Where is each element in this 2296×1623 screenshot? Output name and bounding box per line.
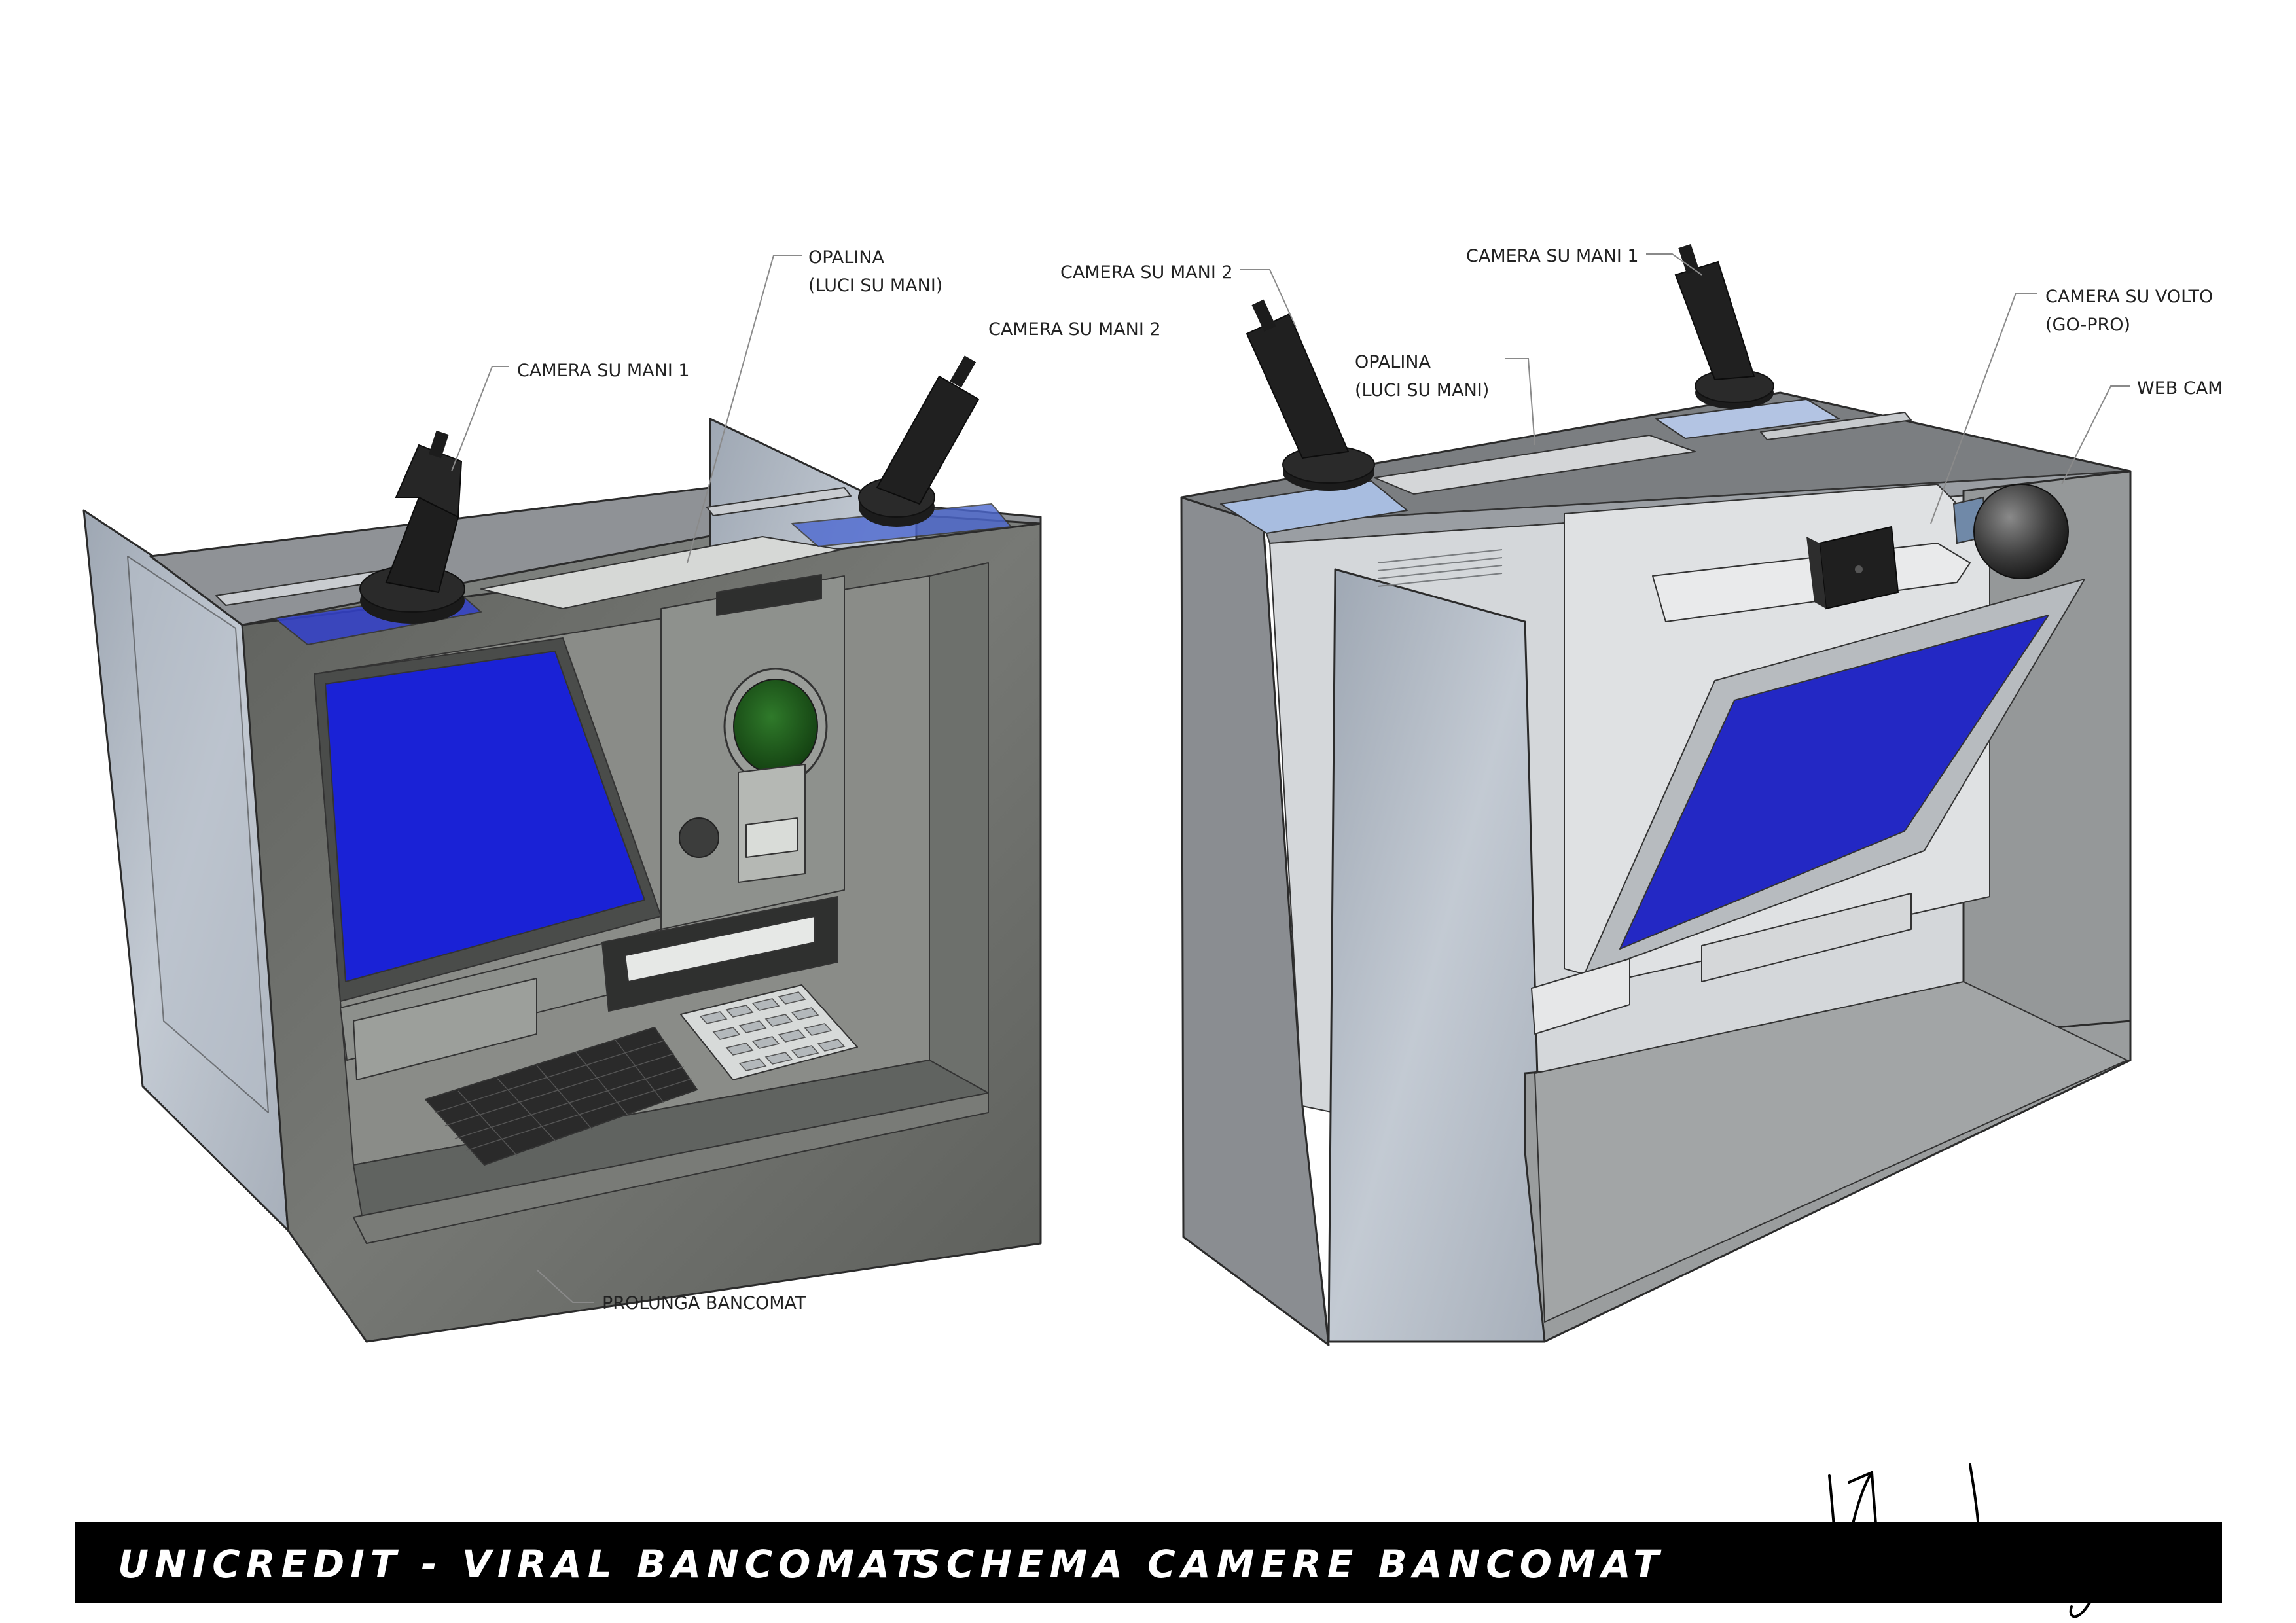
right-label-camera-mani-1: CAMERA SU MANI 1 <box>1466 246 1639 266</box>
left-cavity-right-wall <box>929 562 989 1094</box>
left-label-opalina-1: OPALINA <box>808 247 884 268</box>
left-keyboard <box>425 1027 698 1166</box>
left-camera-mani-1 <box>359 430 465 624</box>
right-label-camera-mani-2: CAMERA SU MANI 2 <box>1060 262 1233 283</box>
left-atm-model <box>82 355 1042 1343</box>
right-camera-mani-2 <box>1246 299 1375 491</box>
left-label-camera-mani-2: CAMERA SU MANI 2 <box>988 319 1161 340</box>
right-gopro-camera <box>1806 526 1899 610</box>
right-dispenser-box <box>1531 958 1630 1035</box>
left-card-slot <box>745 817 798 858</box>
left-top-strip-2 <box>706 487 852 516</box>
right-web-cam <box>1952 484 2069 579</box>
footer-background <box>75 1522 2222 1603</box>
left-leader-prolunga <box>536 1269 594 1303</box>
right-leader-camera-volto <box>1930 293 2037 524</box>
left-lower-drawer <box>353 978 537 1080</box>
footer-project-title: UNICREDIT - VIRAL BANCOMAT <box>118 1542 924 1586</box>
right-front-glass <box>1327 568 1546 1343</box>
right-leader-camera-mani-1 <box>1646 253 1702 276</box>
right-label-opalina-1: OPALINA <box>1355 352 1431 372</box>
right-lower-panel <box>1701 893 1912 982</box>
right-screen <box>1619 615 2049 950</box>
right-leader-web-cam <box>2061 385 2130 485</box>
left-label-prolunga: PROLUNGA BANCOMAT <box>602 1293 806 1313</box>
right-camera-mani-1 <box>1674 243 1774 409</box>
right-view-labels: CAMERA SU MANI 2 CAMERA SU MANI 1 OPALIN… <box>1060 246 2223 524</box>
right-opalina-panel <box>1374 435 1696 495</box>
footer-sheet-title: SCHEMA CAMERE BANCOMAT <box>913 1542 1665 1586</box>
left-camera-mani-2 <box>858 355 980 527</box>
right-label-opalina-2: (LUCI SU MANI) <box>1355 380 1489 401</box>
right-floor-main <box>1534 981 2128 1323</box>
left-keyboard-grid <box>435 1039 693 1156</box>
right-leader-opalina <box>1505 358 1535 446</box>
left-label-camera-mani-1: CAMERA SU MANI 1 <box>517 361 690 381</box>
left-opalina-panel <box>480 536 842 609</box>
left-pin-keypad <box>680 984 858 1080</box>
left-screen <box>325 651 645 982</box>
left-cash-dispenser-slot <box>624 916 816 982</box>
right-vent <box>1377 549 1503 587</box>
green-button-face <box>733 679 818 774</box>
left-keypad-keys <box>699 991 846 1071</box>
left-round-button <box>679 817 719 858</box>
right-top-strip <box>1760 412 1912 440</box>
right-label-camera-volto-2: (GO-PRO) <box>2045 315 2130 335</box>
left-leader-camera-mani-1 <box>451 366 509 472</box>
left-prolunga-shelf <box>353 1092 989 1244</box>
left-view-labels: CAMERA SU MANI 1 OPALINA (LUCI SU MANI) … <box>451 247 1161 1313</box>
footer-bar: UNICREDIT - VIRAL BANCOMAT SCHEMA CAMERE… <box>75 1522 2222 1603</box>
left-side-glass-inner <box>127 556 269 1113</box>
right-atm-model <box>1180 243 2132 1346</box>
left-leader-opalina <box>687 255 802 563</box>
left-receipt-slot <box>716 574 822 616</box>
right-label-camera-volto-1: CAMERA SU VOLTO <box>2045 287 2213 307</box>
right-label-web-cam: WEB CAM <box>2137 378 2223 399</box>
right-leader-camera-mani-2 <box>1240 269 1297 328</box>
signature <box>1828 1463 2174 1618</box>
left-label-opalina-2: (LUCI SU MANI) <box>808 276 942 296</box>
